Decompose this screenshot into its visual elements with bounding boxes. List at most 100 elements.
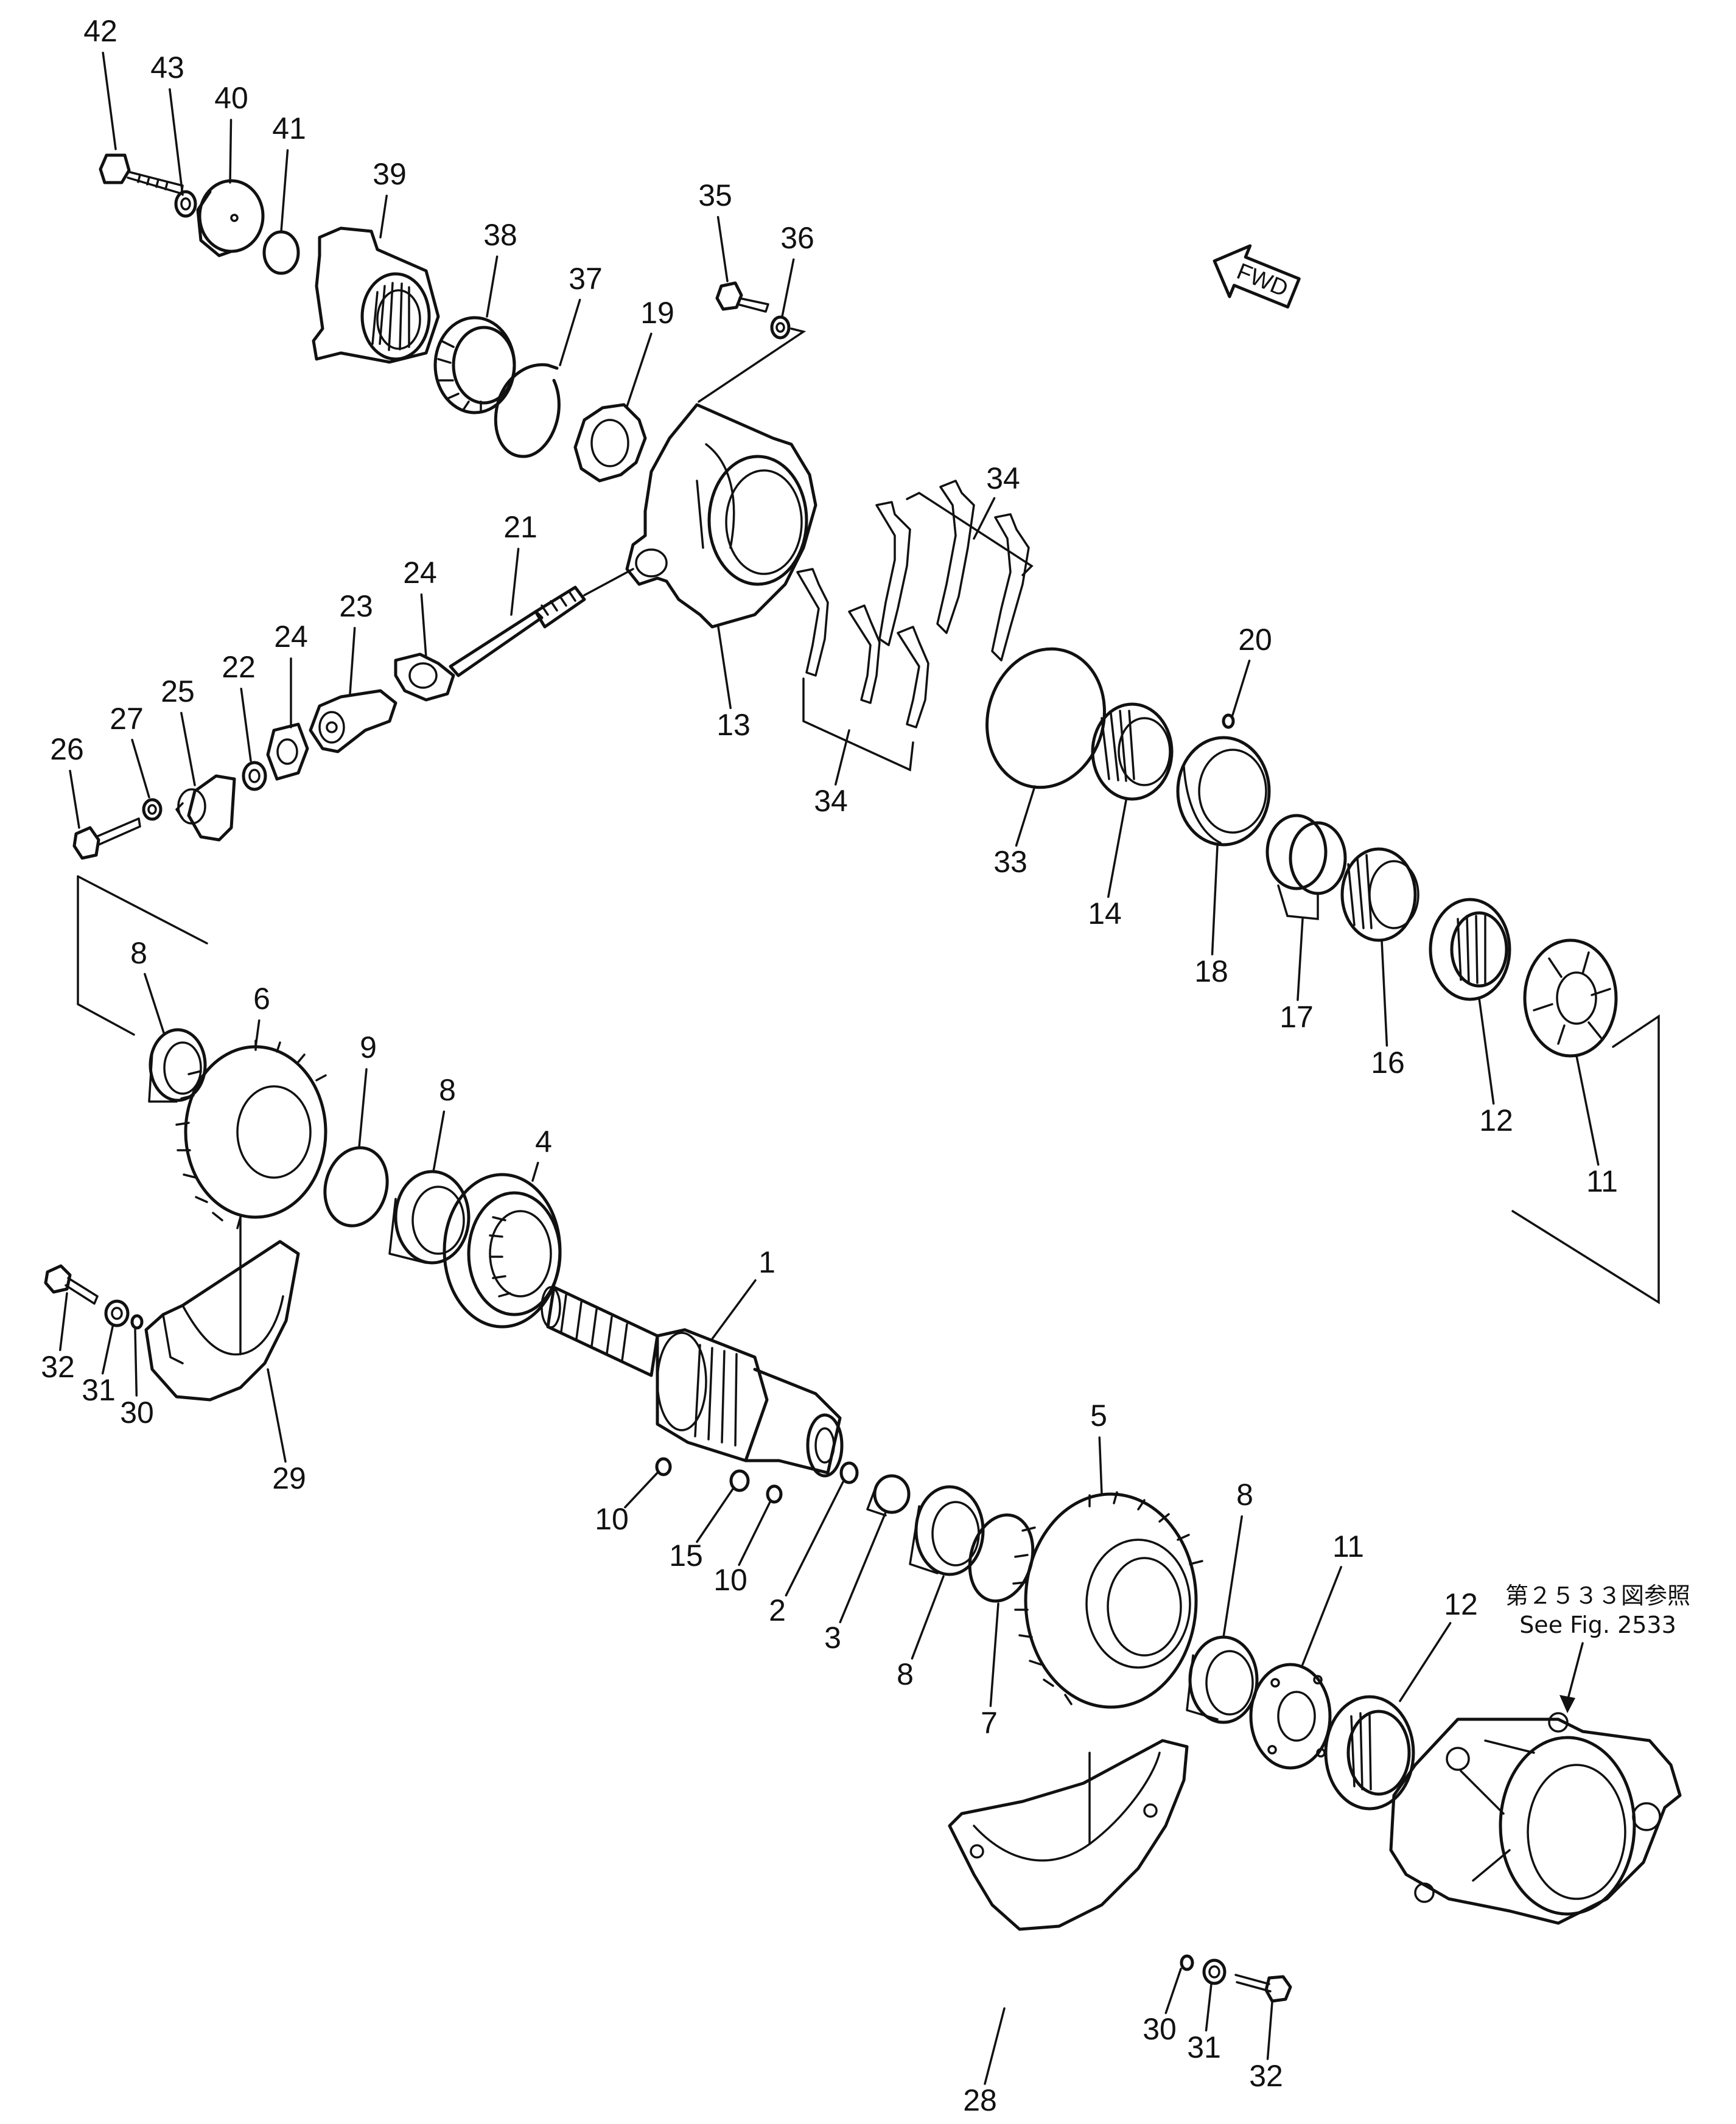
callout-leader-31: [1205, 1983, 1213, 2031]
part-8-bushing: [388, 1170, 471, 1265]
part-20-pin: [1222, 713, 1235, 729]
reference-note-english: See Fig. 2533: [1519, 1612, 1676, 1638]
part-43-washer: [174, 190, 197, 218]
callout-label-8: 8: [439, 1073, 456, 1107]
callout-label-25: 25: [161, 674, 195, 708]
part-26-bolt: [72, 817, 141, 860]
bracket-line: [1511, 1014, 1660, 1305]
part-31-washer: [1202, 1958, 1227, 1985]
callout-label-31: 31: [1187, 2030, 1221, 2064]
callout-leader-42: [102, 51, 117, 150]
callout-leader-34: [973, 497, 996, 540]
callout-leader-32: [1266, 2001, 1273, 2060]
callout-leader-8: [911, 1575, 945, 1660]
part-8-bushing: [148, 1028, 207, 1103]
callout-leader-14: [1107, 799, 1127, 898]
callout-leader-26: [69, 769, 80, 829]
callout-label-34: 34: [814, 784, 848, 818]
part-7-ring: [968, 1513, 1035, 1603]
callout-label-39: 39: [373, 157, 407, 191]
part-8-bushing: [909, 1485, 985, 1576]
callout-leader-27: [131, 738, 150, 798]
callout-leader-31: [101, 1326, 114, 1375]
part-6-gear: [175, 1039, 327, 1229]
callout-label-41: 41: [272, 111, 306, 145]
callout-leader-37: [559, 298, 581, 366]
part-34-clips: [796, 480, 1034, 772]
callout-label-9: 9: [360, 1030, 377, 1064]
part-27-washer: [142, 798, 163, 821]
callout-label-32: 32: [41, 1350, 75, 1384]
callout-label-6: 6: [253, 982, 270, 1016]
callout-leader-18: [1211, 845, 1219, 955]
callout-label-20: 20: [1238, 623, 1272, 657]
part-25-flange: [175, 774, 236, 842]
callout-label-38: 38: [483, 218, 517, 252]
part-3-sleeve: [866, 1474, 911, 1517]
callout-leader-2: [785, 1481, 844, 1597]
part-40-plate: [196, 179, 265, 257]
part-24-gasket: [394, 652, 455, 702]
callout-label-37: 37: [569, 262, 603, 296]
callout-leader-9: [358, 1068, 368, 1148]
callout-leader-16: [1381, 939, 1388, 1047]
callout-leader-33: [1015, 785, 1036, 847]
callout-leader-23: [349, 627, 356, 695]
part-15-pin: [729, 1469, 750, 1492]
callout-leader-25: [180, 711, 196, 786]
callout-label-28: 28: [963, 2083, 997, 2117]
callout-label-34: 34: [986, 461, 1020, 495]
part-29-cover: [144, 1216, 300, 1402]
callout-leader-29: [267, 1368, 287, 1463]
callout-leader-34: [835, 729, 850, 786]
callout-label-42: 42: [83, 14, 117, 48]
callout-leader-8: [144, 973, 166, 1036]
callout-leader-7: [989, 1602, 999, 1707]
callout-leader-12: [1478, 997, 1495, 1105]
callout-leader-28: [984, 2007, 1006, 2085]
part-10-o-ring: [655, 1457, 672, 1476]
part-1-mainshaft: [541, 1285, 844, 1478]
part-8-bushing: [1186, 1635, 1259, 1724]
callout-label-24: 24: [274, 620, 308, 654]
callout-label-22: 22: [222, 650, 256, 684]
part-9-ring: [323, 1146, 389, 1228]
callout-leader-5: [1098, 1436, 1103, 1495]
part-17-snap-rings: [1265, 814, 1347, 920]
callout-leader-8: [1222, 1515, 1243, 1638]
callout-label-24: 24: [403, 556, 437, 590]
callout-leader-32: [59, 1292, 68, 1351]
reference-note-japanese: 第２５３３図参照: [1505, 1582, 1690, 1609]
part-33-o-ring: [985, 647, 1106, 789]
part-12-bearing: [1324, 1695, 1415, 1811]
callout-leader-4: [531, 1161, 539, 1182]
callout-leader-13: [717, 626, 732, 710]
part-31-washer: [104, 1299, 130, 1327]
part-19-lock-plate: [573, 403, 647, 483]
callout-leader-3: [839, 1511, 887, 1624]
callout-label-4: 4: [535, 1125, 552, 1159]
bracket-line: [77, 875, 135, 1036]
callout-label-15: 15: [669, 1539, 703, 1573]
callout-label-31: 31: [82, 1373, 116, 1407]
part-36-washer: [770, 315, 791, 340]
part-10-o-ring: [766, 1484, 783, 1504]
callout-label-3: 3: [824, 1621, 841, 1655]
callout-leader-1: [711, 1279, 757, 1340]
callout-leader-39: [379, 194, 388, 239]
reference-note: 第２５３３図参照 See Fig. 2533: [1505, 1582, 1690, 1713]
part-38-bearing: [433, 316, 516, 414]
callout-label-11: 11: [1586, 1164, 1618, 1198]
callout-leader-38: [486, 255, 499, 318]
callout-leader-30: [1164, 1968, 1182, 2014]
callout-label-7: 7: [981, 1706, 998, 1740]
bracket-line: [77, 875, 208, 945]
part-21-shaft: [449, 568, 634, 677]
callout-label-30: 30: [120, 1396, 154, 1430]
callout-label-16: 16: [1371, 1046, 1405, 1080]
callout-label-26: 26: [50, 732, 84, 766]
callout-label-21: 21: [503, 510, 537, 544]
part-32-bolt: [1234, 1974, 1292, 2003]
part-30-lockwasher: [1180, 1954, 1194, 1971]
